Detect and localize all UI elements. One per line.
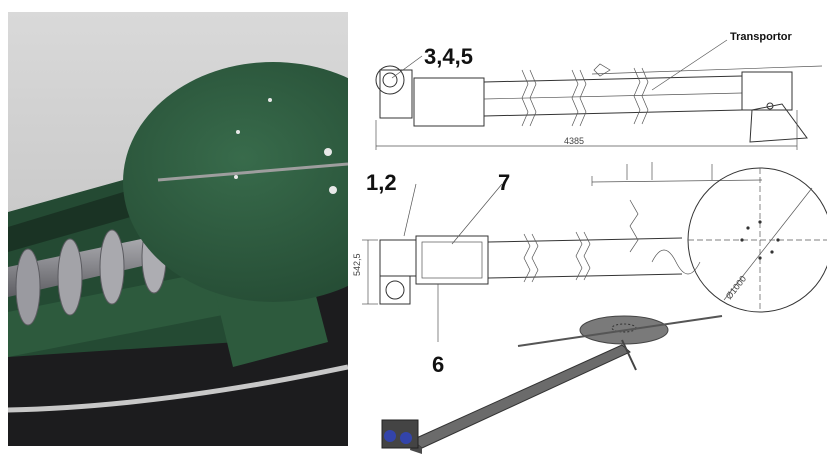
arm-hangers-plan <box>626 162 713 180</box>
break-marks-side <box>521 67 649 127</box>
callout-6: 6 <box>432 352 444 377</box>
isometric-render <box>381 315 723 454</box>
diameter-line <box>723 187 813 301</box>
motor-cap-iso-2 <box>400 432 412 444</box>
trough-iso <box>411 344 631 449</box>
arm-tip <box>593 63 611 77</box>
tube-top-line <box>483 75 743 83</box>
sweep-disc <box>123 62 348 302</box>
disc-bolts <box>234 98 337 194</box>
technical-drawing-graphic: 4385 3,4,5 Transportor <box>352 31 827 454</box>
technical-drawing: 4385 3,4,5 Transportor <box>352 0 827 454</box>
callout-1-2: 1,2 <box>366 170 397 195</box>
auger-photo-graphic <box>8 12 348 446</box>
gearbox-plan <box>379 239 417 277</box>
motor-cap-iso-1 <box>384 430 396 442</box>
arm-iso <box>517 315 723 347</box>
dimension-disc-diameter: Ø1000 <box>724 274 749 301</box>
transport-arm <box>591 65 823 75</box>
trough-front-wall <box>8 272 238 357</box>
motor-plan <box>379 275 411 305</box>
leader-transportor <box>651 39 728 91</box>
leader-12 <box>403 183 417 237</box>
inlet-hopper-side <box>413 77 485 127</box>
callout-7: 7 <box>498 170 510 195</box>
leader-7 <box>451 183 503 245</box>
break-marks-plan <box>523 231 591 283</box>
plan-view <box>362 162 827 342</box>
dimension-length: 4385 <box>564 136 584 146</box>
disc-holes-plan <box>740 220 780 260</box>
outlet-box-side <box>741 71 793 111</box>
leader-345 <box>391 55 423 79</box>
motor-drum <box>375 65 405 95</box>
motor-housing <box>379 69 413 119</box>
auger-spiral-plan <box>651 249 701 275</box>
auger-photo <box>8 12 348 446</box>
auger-flights <box>15 220 167 326</box>
leg-iso <box>621 339 637 371</box>
arm-plan <box>591 179 763 183</box>
motor-hub <box>382 72 398 88</box>
tube-center-line <box>483 92 743 100</box>
label-transportor: Transportor <box>730 31 792 43</box>
support-foot-side <box>749 103 808 143</box>
side-view <box>375 39 823 150</box>
tube-bottom-line <box>483 109 743 117</box>
rim-edge <box>157 162 348 182</box>
dimension-height: 542,5 <box>352 253 362 276</box>
trough-top-plan <box>487 237 683 243</box>
callout-3-4-5: 3,4,5 <box>424 44 473 69</box>
floor-ring <box>8 364 348 413</box>
inlet-opening-plan <box>421 241 483 279</box>
trough-bottom-plan <box>487 273 683 279</box>
motor-fan-plan <box>385 280 405 300</box>
inlet-hopper-plan <box>415 235 489 285</box>
pivot-pin <box>766 102 774 110</box>
break-vertical-plan <box>629 199 639 253</box>
